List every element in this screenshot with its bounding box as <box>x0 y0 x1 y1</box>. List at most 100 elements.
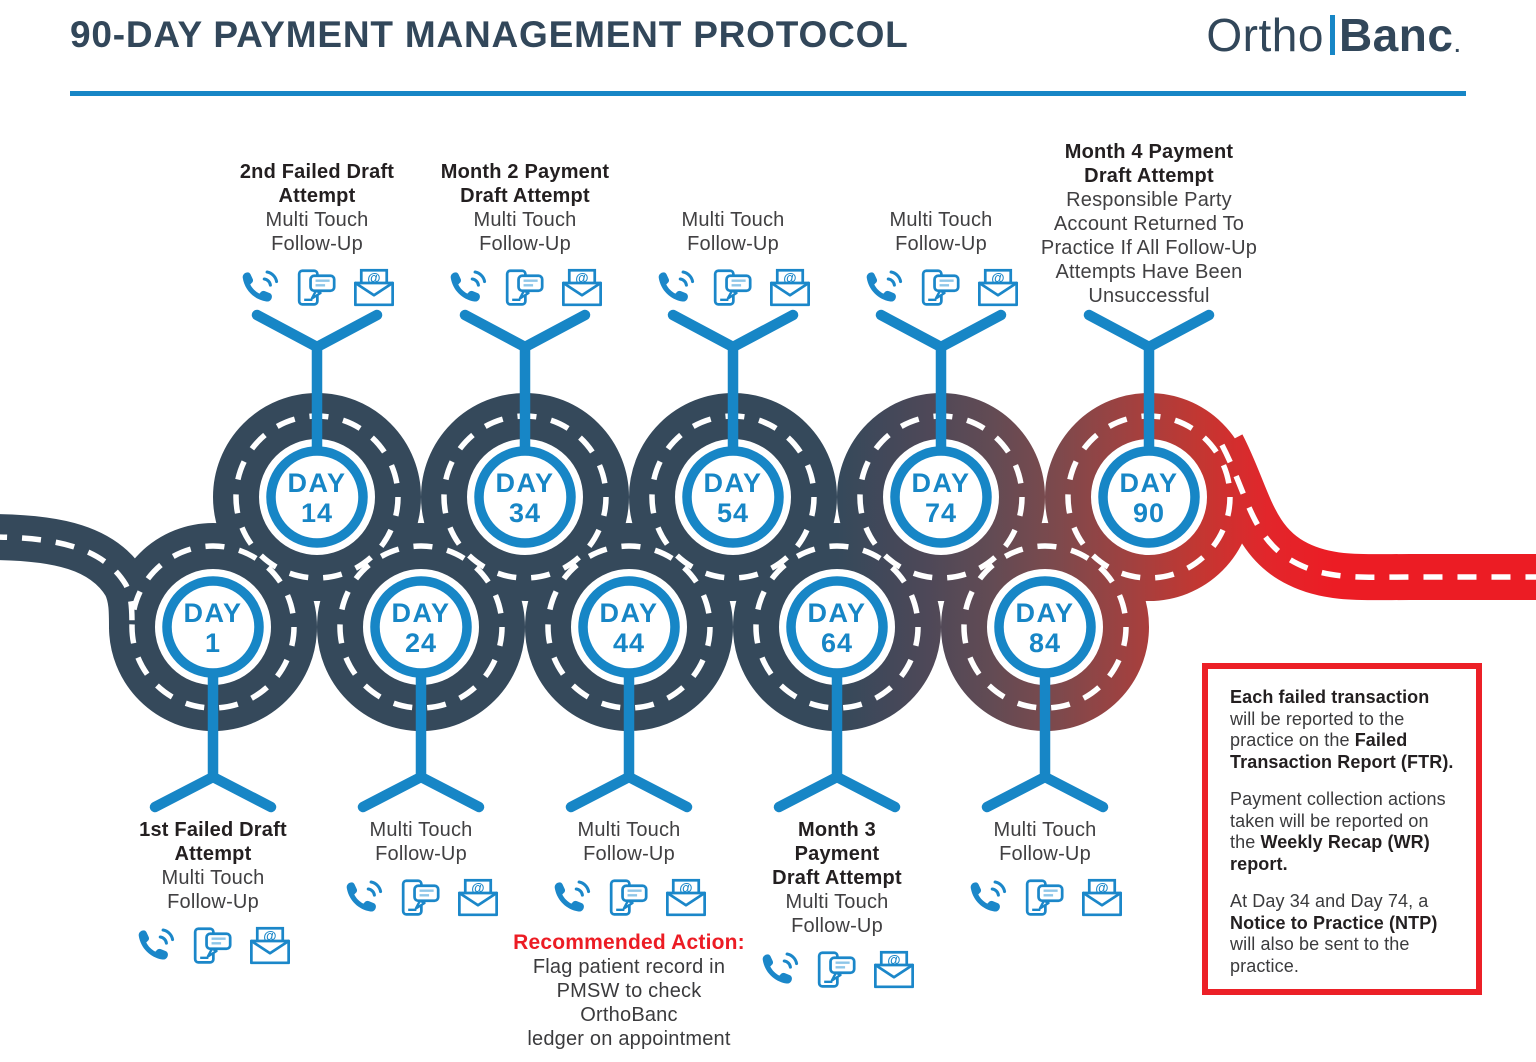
contact-icons-row <box>862 268 1020 308</box>
contact-icons-row <box>966 878 1124 918</box>
annotation-line: Draft Attempt <box>1084 165 1214 187</box>
day-label: DAY <box>183 598 242 628</box>
day-number: 44 <box>613 628 645 658</box>
connector-arm-left <box>357 771 427 813</box>
info-text-bold: Notice to Practice (NTP) <box>1230 912 1438 933</box>
email-icon <box>1080 878 1124 918</box>
annotation-line: Draft Attempt <box>460 185 590 207</box>
day-circle-34 <box>474 446 576 548</box>
annotation-line: 1st Failed Draft <box>139 819 287 841</box>
connector-arm-right <box>831 771 901 813</box>
logo-ortho: Ortho <box>1206 9 1324 61</box>
contact-icons-row <box>654 268 812 308</box>
annotation-line: Follow-Up <box>583 843 675 865</box>
recommended-action-line: OrthoBanc <box>580 1004 678 1026</box>
annotation-line: Multi Touch <box>161 867 265 889</box>
day-label: DAY <box>495 468 554 498</box>
info-paragraph: Payment collection actions taken will be… <box>1230 789 1456 875</box>
road-dash-loop-day-84 <box>961 543 1129 711</box>
connector-arm-left <box>981 771 1051 813</box>
day-circle-74 <box>890 446 992 548</box>
annotation-line: Multi Touch <box>369 819 473 841</box>
sms-icon <box>501 268 547 308</box>
connector-arm-left <box>149 771 219 813</box>
connector-arm-left <box>459 309 531 353</box>
annotation-line: Practice If All Follow-Up <box>1040 237 1258 259</box>
recommended-action-heading: Recommended Action: <box>513 931 745 954</box>
sms-icon <box>397 878 443 918</box>
info-box: Each failed transaction will be reported… <box>1202 663 1482 995</box>
header-divider <box>70 91 1466 96</box>
connector-arm-right <box>935 309 1007 353</box>
connector-layer <box>149 309 1215 813</box>
sms-icon <box>1021 878 1067 918</box>
day-label: DAY <box>1015 598 1074 628</box>
annotation-line: Month 4 Payment <box>1064 141 1234 163</box>
annotation-line: Attempt <box>278 185 356 207</box>
sms-icon <box>189 926 235 966</box>
day-number: 1 <box>205 628 221 658</box>
day-label: DAY <box>807 598 866 628</box>
road-dash-loop-day-1 <box>129 543 297 711</box>
info-paragraph: At Day 34 and Day 74, a Notice to Practi… <box>1230 891 1456 977</box>
annotation-line: 2nd Failed Draft <box>239 161 395 183</box>
phone-icon <box>446 269 488 307</box>
connector-day-1 <box>149 665 277 813</box>
phone-icon <box>550 879 592 917</box>
annotation-line: Follow-Up <box>271 233 363 255</box>
day-label: DAY <box>287 468 346 498</box>
day-circle-1 <box>162 576 264 678</box>
annotation-line: Month 2 Payment <box>440 161 610 183</box>
annotation-line: Attempt <box>174 843 252 865</box>
connector-arm-right <box>207 771 277 813</box>
day-label: DAY <box>703 468 762 498</box>
day-label: DAY <box>1119 468 1178 498</box>
email-icon <box>248 926 292 966</box>
info-text-bold: Each failed transaction <box>1230 687 1430 707</box>
connector-arm-right <box>623 771 693 813</box>
road-dash-loop-day-64 <box>753 543 921 711</box>
phone-icon <box>862 269 904 307</box>
contact-icons-row <box>758 950 916 990</box>
logo-banc: Banc <box>1338 9 1454 61</box>
day-circle-54 <box>682 446 784 548</box>
logo-mark: . <box>1454 35 1460 57</box>
day-number: 64 <box>821 628 853 658</box>
recommended-action-line: Flag patient record in <box>532 956 726 978</box>
info-text-bold: Failed Transaction Report (FTR). <box>1230 730 1454 772</box>
info-paragraph: Each failed transaction will be reported… <box>1230 687 1456 773</box>
connector-arm-left <box>565 771 635 813</box>
annotation-line: Follow-Up <box>375 843 467 865</box>
phone-icon <box>654 269 696 307</box>
page-title: 90-DAY PAYMENT MANAGEMENT PROTOCOL <box>70 14 909 55</box>
day-label: DAY <box>391 598 450 628</box>
annotation-line: Unsuccessful <box>1088 285 1210 307</box>
day-number: 90 <box>1133 498 1165 528</box>
annotation-line: Payment <box>794 843 880 865</box>
phone-icon <box>238 269 280 307</box>
annotation-line: Account Returned To <box>1053 213 1245 235</box>
info-text: will also be sent to the practice. <box>1230 934 1410 976</box>
email-icon <box>872 950 916 990</box>
connector-day-54 <box>667 309 799 459</box>
connector-day-44 <box>565 665 693 813</box>
